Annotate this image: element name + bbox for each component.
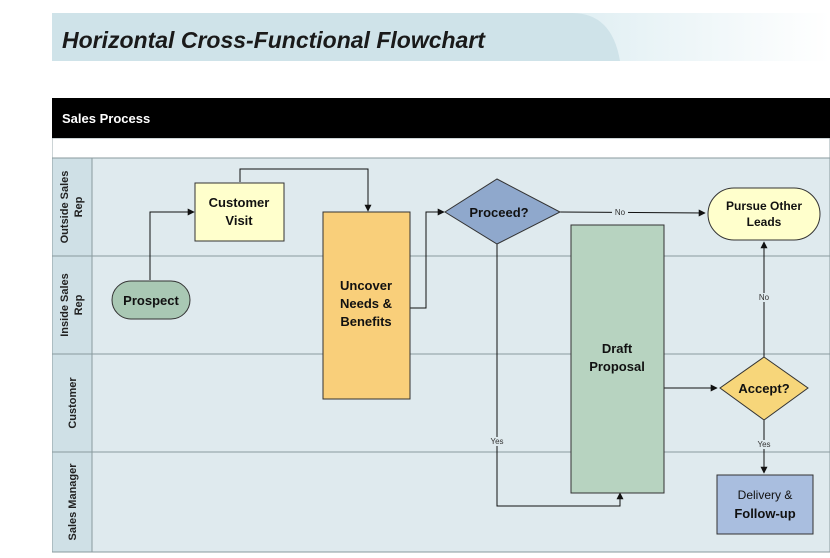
edge-label-bg-proceed-no [612, 208, 628, 217]
edge-label-accept-yes: Yes [757, 440, 770, 449]
edge-label-accept-no: No [759, 293, 770, 302]
lane-label-inside-sales-rep: Inside Sales [59, 273, 71, 337]
node-delivery-line2: Follow-up [734, 506, 795, 521]
node-uncover-line2: Needs & [340, 296, 392, 311]
swimlane-diagram: Outside Sales Rep Inside Sales Rep Custo… [51, 137, 830, 558]
node-delivery-follow-up[interactable]: Delivery & Follow-up [716, 474, 814, 535]
node-pursue-line2: Leads [747, 215, 782, 229]
title-banner [52, 13, 830, 61]
lane-label-sales-manager: Sales Manager [67, 463, 79, 541]
node-customer-visit[interactable]: Customer Visit [194, 182, 285, 242]
flowchart-canvas: Outside Sales Rep Inside Sales Rep Custo… [51, 137, 830, 553]
edge-label-proceed-yes: Yes [490, 437, 503, 446]
node-draft-proposal[interactable]: Draft Proposal [570, 224, 665, 494]
edge-proceed-no [559, 209, 706, 217]
node-accept-decision[interactable]: Accept? [719, 356, 809, 421]
page-title: Horizontal Cross-Functional Flowchart [62, 27, 485, 53]
lane-customer: Customer [51, 353, 830, 453]
lane-label-outside-sales-rep: Outside Sales [59, 171, 71, 244]
header-spacer [51, 137, 830, 159]
node-draft-line2: Proposal [589, 359, 645, 374]
node-delivery-line1: Delivery & [738, 488, 793, 502]
node-draft-line1: Draft [602, 341, 633, 356]
lane-label-customer: Customer [67, 377, 79, 429]
edge-label-bg-accept-yes [755, 440, 773, 449]
lane-label-inside-sales-rep-2: Rep [73, 294, 85, 315]
node-pursue-other-leads[interactable]: Pursue Other Leads [707, 187, 821, 241]
node-uncover-line3: Benefits [340, 314, 391, 329]
edge-label-bg-proceed-yes [488, 437, 506, 446]
node-uncover-line1: Uncover [340, 278, 392, 293]
node-customer-visit-line1: Customer [209, 195, 270, 210]
node-prospect[interactable]: Prospect [111, 280, 191, 320]
node-pursue-line1: Pursue Other [726, 199, 802, 213]
lane-label-outside-sales-rep-2: Rep [73, 196, 85, 217]
process-header: Sales Process [52, 98, 830, 138]
node-customer-visit-line2: Visit [225, 213, 253, 228]
node-proceed-decision[interactable]: Proceed? [444, 178, 562, 245]
node-uncover-needs[interactable]: Uncover Needs & Benefits [322, 211, 411, 400]
process-label: Sales Process [62, 111, 151, 126]
node-proceed-label: Proceed? [469, 205, 528, 220]
node-accept-label: Accept? [738, 381, 789, 396]
edge-prospect-to-visit [149, 208, 195, 280]
node-prospect-label: Prospect [123, 293, 179, 308]
lane-sales-manager: Sales Manager [51, 451, 830, 553]
edge-visit-to-uncover [239, 168, 372, 212]
lane-outside-sales-rep: Outside Sales Rep [51, 157, 830, 257]
title-banner-shape [52, 13, 620, 61]
edge-label-proceed-no: No [615, 208, 626, 217]
connectors [149, 168, 768, 507]
edge-proceed-yes [496, 244, 624, 507]
edge-label-bg-accept-no [755, 293, 773, 302]
edge-uncover-to-proceed [410, 208, 445, 309]
